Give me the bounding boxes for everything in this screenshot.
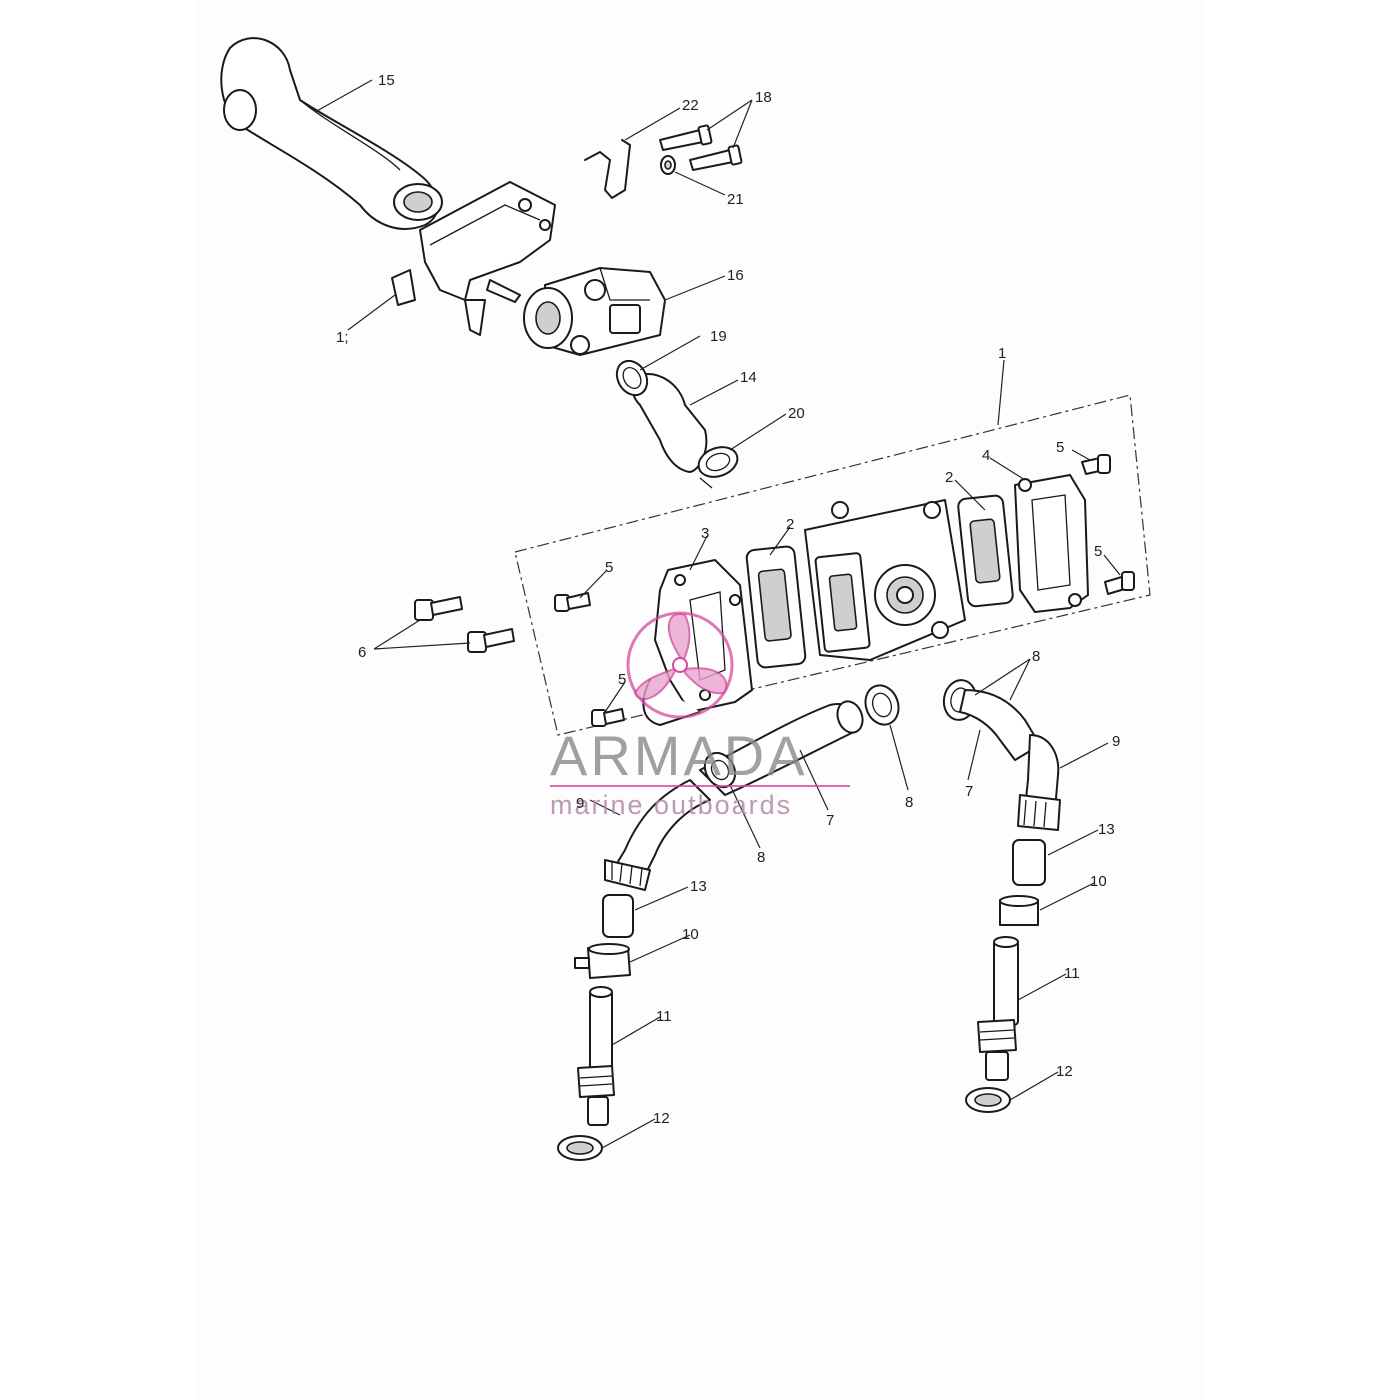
callout-2-right: 2 (945, 469, 953, 486)
callout-19: 19 (710, 328, 727, 345)
callout-9-right: 9 (1112, 733, 1120, 750)
part-12-washer-left (557, 1135, 603, 1161)
part-11-pipe-right (977, 936, 1019, 1081)
part-9-elbow-left (604, 779, 711, 891)
part-8-clamp-top-left (864, 684, 900, 726)
part-15-intake-hose (220, 37, 443, 230)
part-5-bolt-c (554, 592, 591, 612)
callout-14: 14 (740, 369, 757, 386)
part-6-bolts (414, 596, 515, 653)
callout-10-left: 10 (682, 926, 699, 943)
callout-20: 20 (788, 405, 805, 422)
callout-11-left: 11 (656, 1008, 672, 1025)
callout-12-left: 12 (653, 1110, 670, 1127)
part-5-bolt-b (1104, 571, 1135, 595)
armada-watermark: ARMADA marine outboards (550, 611, 850, 820)
part-10-collar-left (574, 943, 631, 979)
part-13-sleeve-left (602, 894, 634, 938)
part-10-collar-right (999, 895, 1039, 926)
callout-9-left: 9 (576, 795, 584, 812)
part-2-reed-gasket-right (957, 494, 1014, 608)
part-14-hose (631, 373, 708, 473)
callout-5-bottom: 5 (618, 671, 626, 688)
part-20-clamp (697, 446, 739, 489)
assembly-1-outline (514, 394, 1151, 736)
part-3-manifold-gasket (642, 559, 753, 726)
callout-5-right: 5 (1094, 543, 1102, 560)
part-7-hose-right (959, 689, 1041, 761)
callout-3: 3 (701, 525, 709, 542)
part-5-bolt-d (591, 708, 625, 727)
callout-11-right: 11 (1064, 965, 1080, 982)
part-5-bolt-a (1081, 454, 1111, 475)
callout-8-left: 8 (757, 849, 765, 866)
part-22-clip (584, 139, 631, 199)
part-11-pipe-left (577, 986, 615, 1126)
part-9-elbow-right (1017, 734, 1061, 831)
part-19-clamp (615, 359, 649, 397)
callout-labels: 15 22 18 21 16 1; 19 14 1 20 5 4 2 3 2 5… (336, 72, 1120, 1127)
propeller-logo (626, 611, 734, 719)
part-12-washer-right (965, 1087, 1011, 1113)
callout-13-right: 13 (1098, 821, 1115, 838)
part-16-throttle-body (523, 267, 666, 356)
callout-8-right: 8 (1032, 648, 1040, 665)
callout-15: 15 (378, 72, 395, 89)
callout-5-left: 5 (605, 559, 613, 576)
callout-21: 21 (727, 191, 744, 208)
mounting-bracket (391, 181, 556, 336)
part-2-reed-gasket-left (745, 545, 807, 669)
callout-8-mid: 8 (905, 794, 913, 811)
callout-1: 1 (998, 345, 1006, 362)
callout-7-left: 7 (826, 812, 834, 829)
part-18-screws (659, 124, 743, 171)
callout-22: 22 (682, 97, 699, 114)
part-13-sleeve-right (1012, 839, 1046, 886)
reed-valve-body (804, 499, 966, 661)
leader-lines (314, 79, 1121, 1149)
part-4-cover-gasket (1014, 474, 1089, 613)
callout-13-left: 13 (690, 878, 707, 895)
watermark-brand: ARMADA (550, 724, 808, 787)
callout-7-right: 7 (965, 783, 973, 800)
part-21-washer (660, 155, 676, 175)
callout-12-right: 12 (1056, 1063, 1073, 1080)
callout-6: 6 (358, 644, 366, 661)
callout-16: 16 (727, 267, 744, 284)
part-7-hose-left (699, 700, 864, 796)
part-8-clamp-mid-left (703, 751, 737, 789)
watermark-tagline: marine outboards (550, 790, 792, 820)
callout-4: 4 (982, 447, 990, 464)
callout-5-top: 5 (1056, 439, 1064, 456)
callout-18: 18 (755, 89, 772, 106)
callout-2-left: 2 (786, 516, 794, 533)
callout-17: 1; (336, 329, 349, 346)
callout-10-right: 10 (1090, 873, 1107, 890)
